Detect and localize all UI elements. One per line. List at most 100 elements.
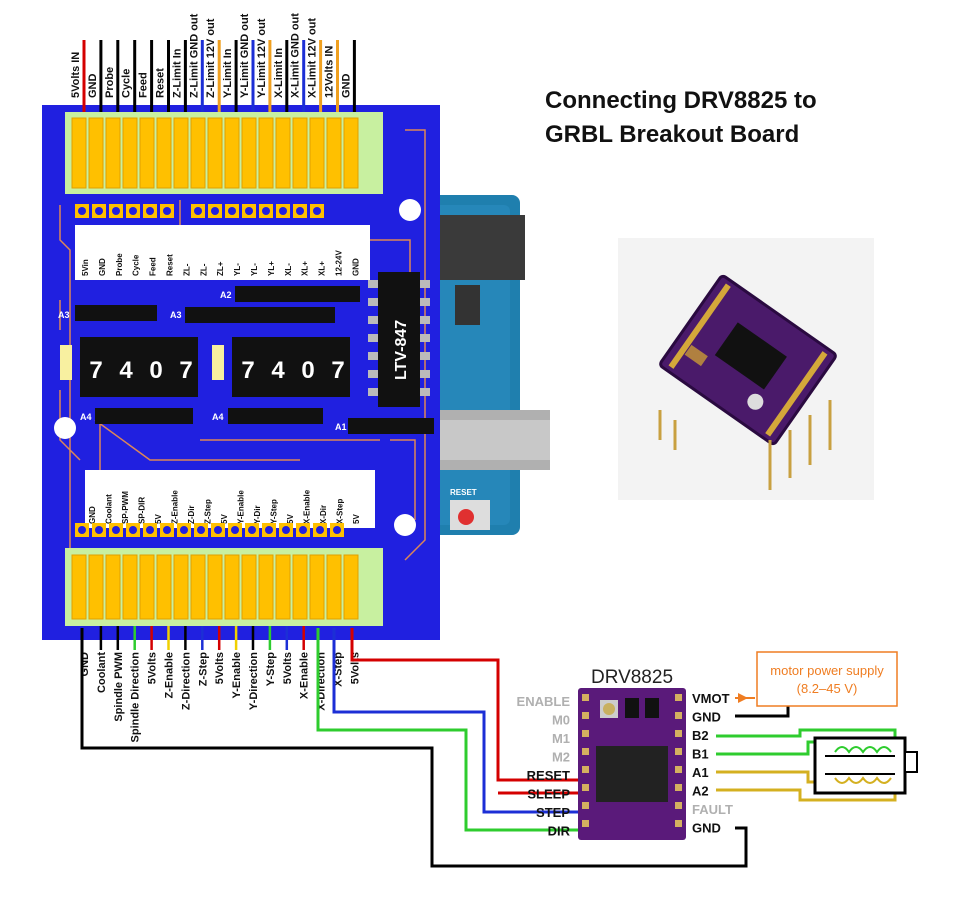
silk-top-label-8: ZL+ <box>216 261 225 276</box>
silk-top-label-9: YL- <box>233 263 242 276</box>
top-pin-label-6: Z-Limit In <box>171 48 183 98</box>
top-pin-label-4: Feed <box>138 72 150 98</box>
bottom-terminals-slot-16 <box>343 554 359 620</box>
bottom-terminals-slot-8 <box>207 554 223 620</box>
silk-top-label-12: XL- <box>284 263 293 276</box>
title-line-2: GRBL Breakout Board <box>545 121 800 148</box>
bottom-pin-label-11: Y-Step <box>265 652 277 687</box>
silk-bottom-label-14: X-Dir <box>319 505 328 524</box>
top-pin-label-11: Y-Limit 12V out <box>256 18 268 98</box>
chip2-digit-3: 7 <box>331 357 344 384</box>
top-pin-label-0: 5Volts IN <box>70 52 82 98</box>
drv-right-pin-b1-3: B1 <box>692 747 709 762</box>
top-pin-label-9: Y-Limit In <box>222 48 234 98</box>
chip2-digit-0: 7 <box>241 357 254 384</box>
drv-right-pin-gnd-1: GND <box>692 710 721 725</box>
top-pin-label-7: Z-Limit GND out <box>188 13 200 98</box>
chip1-digit-2: 0 <box>149 357 162 384</box>
bottom-pin-label-1: Coolant <box>96 652 108 693</box>
drv-right-pin-a2-5: A2 <box>692 784 709 799</box>
bottom-pin-label-6: Z-Direction <box>180 652 192 710</box>
top-terminals-slot-16 <box>343 117 359 189</box>
bottom-terminals-slot-0 <box>71 554 87 620</box>
top-terminals-slot-2 <box>105 117 121 189</box>
silk-top-label-10: YL- <box>250 263 259 276</box>
silk-a4-right: A4 <box>212 412 224 422</box>
chip2-digit-2: 0 <box>301 357 314 384</box>
supply-line-2: (8.2–45 V) <box>797 681 858 696</box>
silk-bottom-label-15: X-Step <box>336 499 345 524</box>
bottom-pin-label-12: 5Volts <box>282 652 294 684</box>
silk-a3: A3 <box>170 310 182 320</box>
bottom-terminals-slot-9 <box>224 554 240 620</box>
silk-bottom-label-16: 5V <box>352 514 361 524</box>
bottom-pin-label-4: 5Volts <box>147 652 159 684</box>
bottom-pin-label-8: 5Volts <box>214 652 226 684</box>
bottom-pin-label-9: Y-Enable <box>231 652 243 698</box>
bottom-terminals-slot-5 <box>156 554 172 620</box>
top-terminals-slot-5 <box>156 117 172 189</box>
silk-bottom-label-3: SP-DIR <box>138 497 147 524</box>
silk-top-label-3: Cycle <box>132 254 141 276</box>
silk-a1: A1 <box>335 422 347 432</box>
top-pin-label-8: Z-Limit 12V out <box>205 18 217 98</box>
silk-bottom-label-4: 5V <box>154 514 163 524</box>
silk-bottom-label-12: 5V <box>286 514 295 524</box>
top-pin-label-1: GND <box>87 74 99 99</box>
bottom-pin-label-10: Y-Direction <box>248 652 260 710</box>
silk-top-label-14: XL+ <box>318 261 327 276</box>
silk-top-label-11: YL+ <box>267 261 276 276</box>
drv-right-pin-gnd-7: GND <box>692 821 721 836</box>
chip1-digit-0: 7 <box>89 357 102 384</box>
bottom-terminals-slot-14 <box>309 554 325 620</box>
motor-power-supply: motor power supply (8.2–45 V) <box>756 651 898 707</box>
bottom-terminals-slot-2 <box>105 554 121 620</box>
bottom-terminals-slot-1 <box>88 554 104 620</box>
reset-silk: RESET <box>450 488 477 497</box>
top-pin-label-15: 12Volts IN <box>324 46 336 98</box>
silk-top-label-6: ZL- <box>182 263 191 276</box>
silk-top-label-15: 12-24V <box>335 250 344 276</box>
drv-left-pin-sleep: SLEEP <box>527 787 570 802</box>
bottom-pin-label-5: Z-Enable <box>164 652 176 698</box>
bottom-terminals-slot-6 <box>173 554 189 620</box>
silk-top-label-4: Feed <box>149 257 158 276</box>
silk-top-label-2: Probe <box>115 253 124 276</box>
top-pin-label-5: Reset <box>155 68 167 98</box>
bottom-terminals-slot-15 <box>326 554 342 620</box>
bottom-pin-label-7: Z-Step <box>197 652 209 687</box>
silk-bottom-label-2: SP-PWM <box>121 491 130 524</box>
top-terminals-slot-3 <box>122 117 138 189</box>
top-pin-label-12: X-Limit In <box>273 48 285 98</box>
bottom-terminals-slot-7 <box>190 554 206 620</box>
chip1-digit-3: 7 <box>179 357 192 384</box>
drv-left-pin-dir: DIR <box>548 824 571 839</box>
chip2-digit-1: 4 <box>271 357 285 384</box>
drv-right-pin-vmot-0: VMOT <box>692 691 730 706</box>
drv-right-pin-a1-4: A1 <box>692 765 709 780</box>
bottom-terminals-slot-13 <box>292 554 308 620</box>
silk-bottom-label-9: Y-Enable <box>237 490 246 524</box>
silk-top-label-7: ZL- <box>199 263 208 276</box>
top-pin-label-14: X-Limit 12V out <box>307 18 319 98</box>
top-pin-label-10: Y-Limit GND out <box>239 13 251 98</box>
chip1-digit-1: 4 <box>119 357 133 384</box>
top-terminals-slot-12 <box>275 117 291 189</box>
drv-left-pin-reset: RESET <box>527 768 570 783</box>
opto-coupler: LTV-847 <box>368 272 430 407</box>
top-terminals-slot-11 <box>258 117 274 189</box>
drv-left-pin-m2: M2 <box>552 750 570 765</box>
stepper-motor <box>813 736 918 795</box>
top-terminals-slot-13 <box>292 117 308 189</box>
reset-button <box>458 509 474 525</box>
arduino-board: RESET <box>420 195 550 535</box>
supply-line-1: motor power supply <box>770 663 884 678</box>
silk-top-label-1: GND <box>98 258 107 276</box>
top-terminals-slot-9 <box>224 117 240 189</box>
top-terminals-slot-8 <box>207 117 223 189</box>
silk-bottom-label-6: Z-Dir <box>187 505 196 524</box>
